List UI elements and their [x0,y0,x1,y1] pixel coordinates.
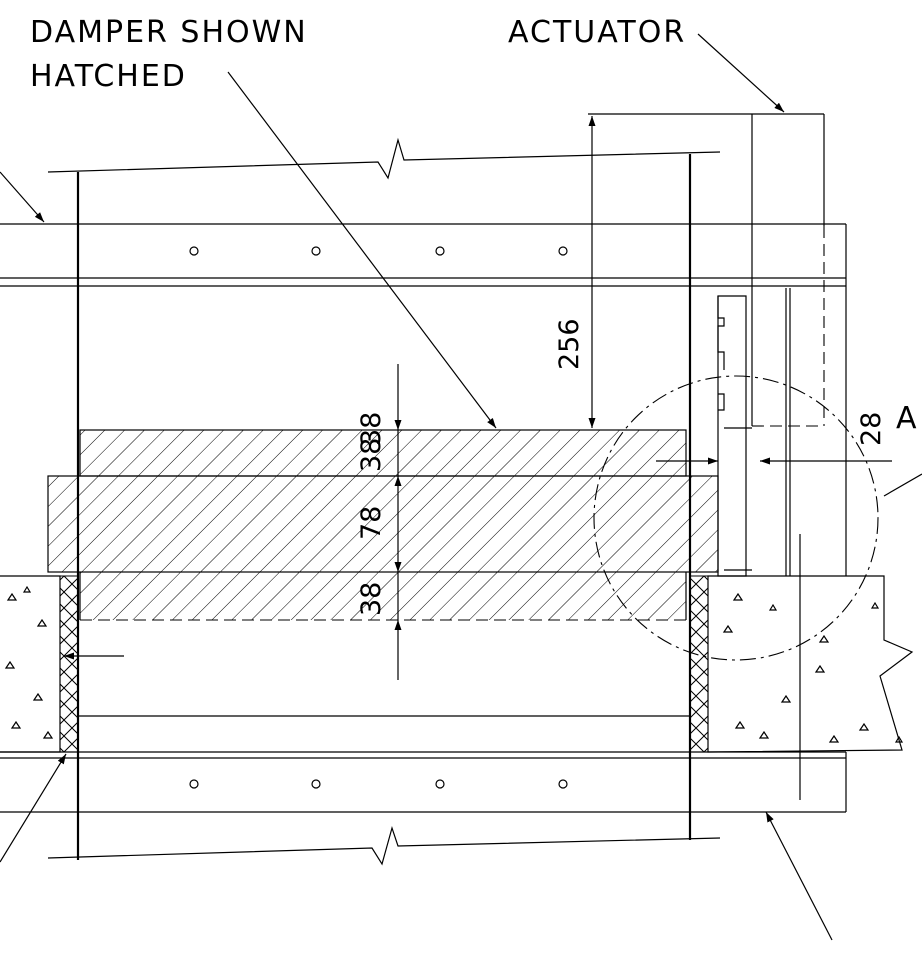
sealant-strip-right [689,575,709,753]
leader-actuator [697,33,785,113]
actuator-housing [588,113,825,800]
upper-angle-frame [0,223,847,576]
dim-text-upper-38b: 38 [356,412,387,446]
dim-text-78: 78 [356,506,387,540]
label-damper-shown: DAMPER SHOWN [30,15,308,50]
leader-lower-right [765,811,833,941]
detail-circle-a [593,375,879,661]
label-hatched: HATCHED [30,59,187,94]
dim-text-256: 256 [554,318,585,370]
label-detail-a: A [896,401,919,436]
damper-body [47,429,719,621]
label-actuator: ACTUATOR [508,15,686,50]
leader-upper-left [0,171,45,223]
lower-angle-frame [0,715,847,813]
dim-text-lower-38: 38 [356,582,387,616]
concrete-wall-right [707,575,914,753]
leader-damper [227,71,497,429]
top-break-line [47,137,721,180]
concrete-wall-left [0,575,61,753]
sealant-strip-left [59,575,79,753]
dim-text-28: 28 [856,412,887,446]
bottom-break-line [47,825,721,866]
detail-leader-a [883,473,922,497]
dim-text-upper-38a: 38 [356,438,387,472]
leader-lower-left [0,753,67,863]
